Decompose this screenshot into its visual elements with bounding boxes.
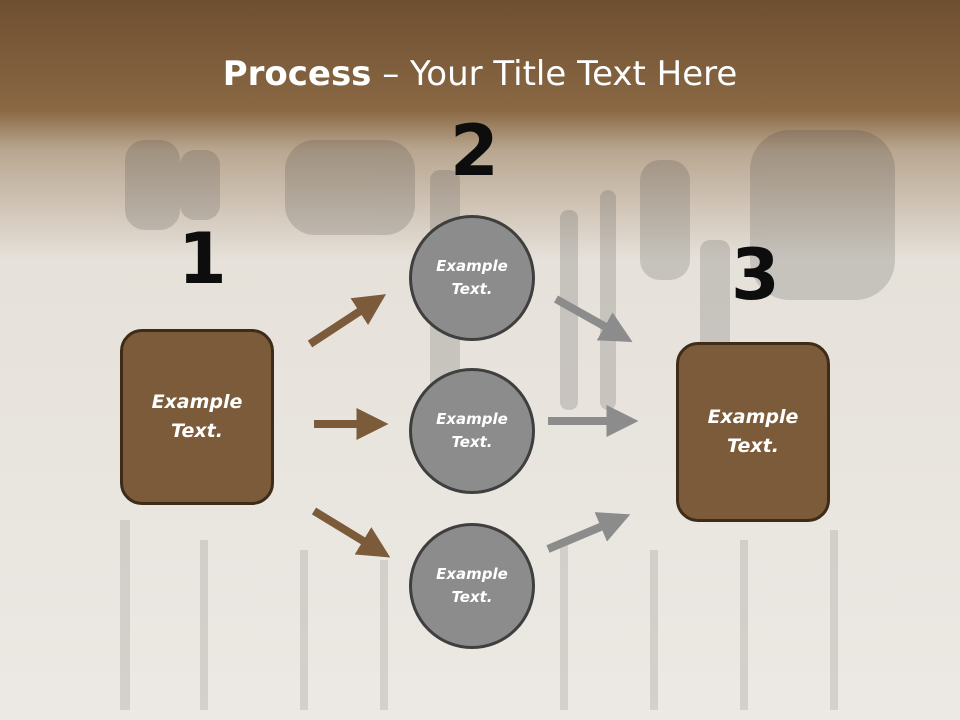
circle-middle: Example Text. — [409, 368, 535, 494]
arrow-to-circle-bottom — [311, 507, 391, 558]
step-number-2: 2 — [450, 110, 499, 192]
step-number-1: 1 — [178, 218, 227, 300]
title-rest: – Your Title Text Here — [371, 54, 738, 94]
start-box-text: Example Text. — [151, 391, 243, 442]
arrow-from-circle-top — [554, 295, 633, 343]
title-bold: Process — [222, 54, 372, 94]
arrow-to-circle-top — [307, 294, 387, 348]
circle-top: Example Text. — [409, 215, 535, 341]
circle-top-text: Example Text. — [436, 257, 508, 298]
slide-title: Process – Your Title Text Here — [0, 54, 960, 94]
start-box: Example Text. — [120, 329, 274, 505]
end-box-text: Example Text. — [707, 406, 799, 457]
circle-bottom-text: Example Text. — [436, 565, 508, 606]
circle-bottom: Example Text. — [409, 523, 535, 649]
step-number-3: 3 — [731, 234, 780, 316]
end-box: Example Text. — [676, 342, 830, 522]
arrow-from-circle-bottom — [546, 512, 631, 553]
circle-middle-text: Example Text. — [436, 410, 508, 451]
